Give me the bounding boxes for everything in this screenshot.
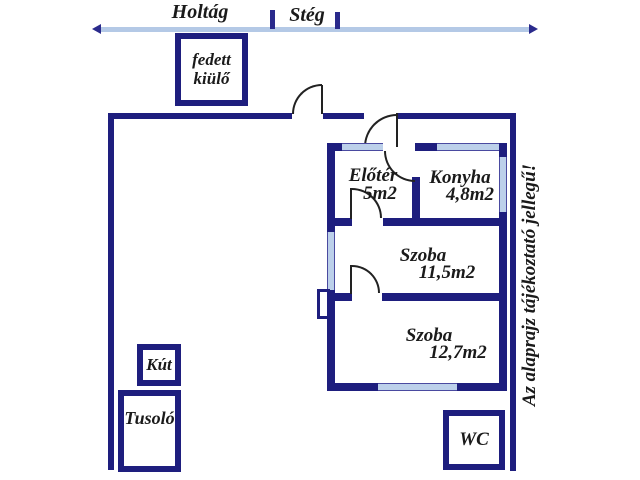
outer-wall-left: [108, 113, 114, 470]
covered-porch-box: fedett kiülő: [175, 33, 248, 106]
waterline: [100, 27, 530, 32]
dock-label: Stég: [289, 4, 325, 26]
well-box: Kút: [137, 344, 181, 386]
partition-mid2-a: [327, 293, 352, 301]
door-leaf-szoba2: [350, 265, 352, 294]
room-eloter-area: 5m2: [363, 183, 397, 204]
waterway-label: Holtág: [171, 1, 229, 23]
door-leaf-entry: [321, 85, 323, 114]
window-top-left: [342, 143, 383, 151]
inner-wall-right-seg: [499, 143, 507, 157]
window-top-right: [437, 143, 499, 151]
inner-wall-left-seg: [327, 143, 335, 232]
outer-wall-right: [510, 113, 516, 471]
partition-eloter-konyha: [412, 177, 420, 226]
window-right: [499, 157, 507, 212]
inner-wall-left-seg: [327, 290, 335, 391]
shower-box: Tusoló: [118, 390, 181, 472]
well-label: Kút: [146, 354, 172, 374]
wc-box: WC: [443, 410, 505, 470]
room-konyha-name: Konyha: [429, 167, 491, 188]
outer-wall-top-c: [398, 113, 516, 119]
chimney-niche: [317, 289, 330, 319]
shower-label: Tusoló: [124, 408, 175, 429]
dock-post-right: [335, 12, 340, 29]
door-arc-szoba2: [352, 265, 380, 293]
inner-wall-right-seg: [499, 212, 507, 391]
room-eloter-name: Előtér: [348, 165, 398, 186]
covered-porch-label-line1: fedett: [192, 49, 231, 69]
waterline-arrow-right-icon: [529, 24, 538, 34]
dock-post-left: [270, 10, 275, 29]
room-szoba2-name: Szoba: [405, 325, 453, 346]
waterline-arrow-left-icon: [92, 24, 101, 34]
wc-label: WC: [459, 428, 489, 450]
covered-porch-label-line2: kiülő: [193, 68, 230, 88]
partition-mid1-a: [327, 218, 352, 226]
room-szoba2-area: 12,7m2: [429, 342, 487, 363]
room-konyha-area: 4,8m2: [445, 184, 495, 205]
room-szoba1-name: Szoba: [399, 245, 447, 266]
window-left: [327, 232, 335, 290]
inner-wall-bottom-seg: [327, 383, 378, 391]
door-arc-entry: [292, 84, 322, 114]
room-szoba1-area: 11,5m2: [418, 262, 476, 283]
partition-mid2-b: [382, 293, 507, 301]
outer-wall-top-b: [323, 113, 364, 119]
door-leaf-szoba1: [350, 188, 352, 219]
disclaimer-text: Az alaprajz tájékoztató jellegű!: [519, 163, 540, 407]
outer-wall-top-a: [108, 113, 292, 119]
inner-wall-top-seg: [415, 143, 437, 151]
inner-wall-bottom-seg: [457, 383, 507, 391]
door-leaf-porch: [396, 113, 398, 147]
partition-mid1-b: [383, 218, 507, 226]
window-bottom: [378, 383, 457, 391]
